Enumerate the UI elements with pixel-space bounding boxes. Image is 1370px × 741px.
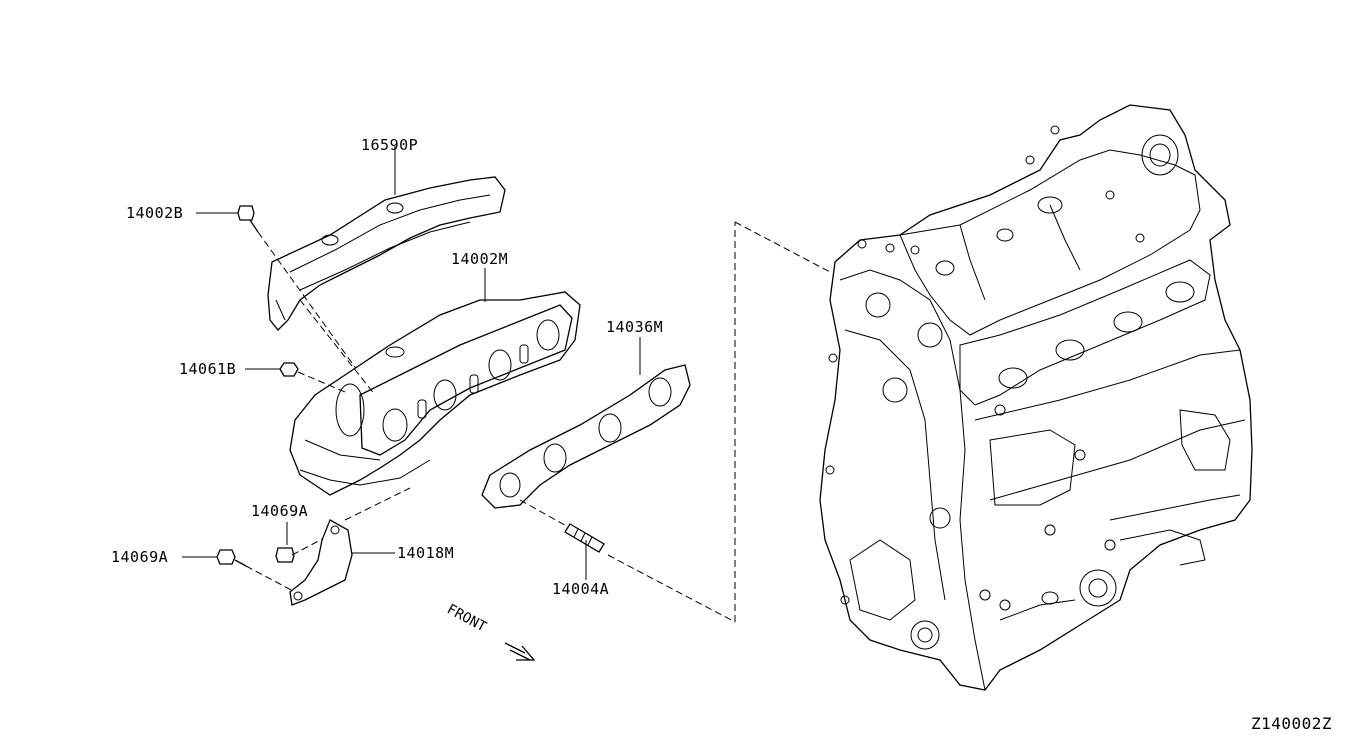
front-direction-indicator: FRONT — [444, 601, 536, 661]
front-label: FRONT — [444, 601, 489, 635]
heat-shield-16590P[interactable] — [267, 176, 506, 331]
figure-code: Z140002Z — [1251, 714, 1333, 733]
engine-assembly — [819, 104, 1253, 691]
bolt-14069A-lower[interactable] — [182, 549, 296, 593]
label-14069A-upper[interactable]: 14069A — [251, 502, 309, 520]
nut-14061B[interactable] — [245, 362, 346, 393]
label-14061B[interactable]: 14061B — [179, 360, 237, 378]
assembly-reference-lines — [299, 221, 831, 623]
label-14036M[interactable]: 14036M — [606, 318, 664, 336]
label-14069A-lower[interactable]: 14069A — [111, 548, 169, 566]
gasket-14036M[interactable] — [481, 364, 691, 509]
bracket-14018M[interactable] — [289, 487, 411, 606]
stud-14004A[interactable] — [519, 499, 605, 580]
label-14002M[interactable]: 14002M — [451, 250, 509, 268]
exhaust-manifold-14002M[interactable] — [289, 291, 581, 496]
label-14002B[interactable]: 14002B — [126, 204, 184, 222]
label-14004A[interactable]: 14004A — [552, 580, 610, 598]
label-16590P[interactable]: 16590P — [361, 136, 419, 154]
label-14018M[interactable]: 14018M — [397, 544, 455, 562]
